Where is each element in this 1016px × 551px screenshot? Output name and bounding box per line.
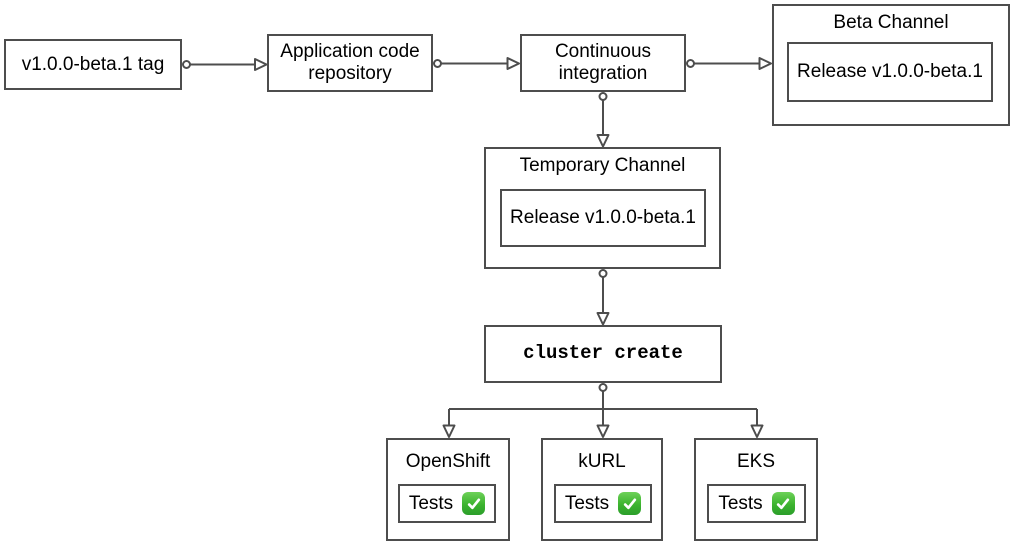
edge-temporary-channel-to-cluster-create <box>596 269 610 326</box>
node-temporary-channel-title: Temporary Channel <box>519 155 686 176</box>
node-beta-channel-release-label: Release v1.0.0-beta.1 <box>797 61 983 83</box>
node-openshift-tests[interactable]: Tests <box>398 484 496 523</box>
node-continuous-integration[interactable]: Continuous integration <box>520 34 686 92</box>
node-application-code-repository[interactable]: Application code repository <box>267 34 433 92</box>
node-cluster-create-label: cluster create <box>523 342 683 365</box>
check-icon <box>462 492 486 515</box>
node-kurl-title: kURL <box>578 451 626 472</box>
node-cluster-create[interactable]: cluster create <box>484 325 722 383</box>
node-eks-tests[interactable]: Tests <box>707 484 806 523</box>
node-openshift-title: OpenShift <box>405 451 491 472</box>
node-openshift[interactable]: OpenShift Tests <box>386 438 510 541</box>
node-beta-channel-release[interactable]: Release v1.0.0-beta.1 <box>787 42 993 102</box>
node-kurl-tests[interactable]: Tests <box>554 484 652 523</box>
node-kurl[interactable]: kURL Tests <box>541 438 663 541</box>
node-temporary-channel-release-label: Release v1.0.0-beta.1 <box>510 207 696 229</box>
edge-cluster-create-to-tests <box>442 383 764 438</box>
node-eks-title: EKS <box>736 451 776 472</box>
node-beta-channel[interactable]: Beta Channel Release v1.0.0-beta.1 <box>772 4 1010 126</box>
node-temporary-channel-release[interactable]: Release v1.0.0-beta.1 <box>500 189 706 247</box>
node-temporary-channel[interactable]: Temporary Channel Release v1.0.0-beta.1 <box>484 147 721 269</box>
eks-tests-label: Tests <box>718 492 763 514</box>
check-icon <box>771 492 795 515</box>
edge-repo-to-ci <box>433 57 520 70</box>
node-beta-channel-title: Beta Channel <box>833 12 949 33</box>
openshift-tests-label: Tests <box>408 492 454 514</box>
node-application-code-repository-label: Application code repository <box>280 41 420 84</box>
node-eks[interactable]: EKS Tests <box>694 438 818 541</box>
check-icon <box>618 492 642 515</box>
node-version-tag[interactable]: v1.0.0-beta.1 tag <box>4 39 182 90</box>
node-version-tag-label: v1.0.0-beta.1 tag <box>21 53 165 75</box>
edge-ci-to-beta-channel <box>686 57 772 70</box>
edge-ci-to-temporary-channel <box>596 92 610 148</box>
node-continuous-integration-label: Continuous integration <box>554 41 652 84</box>
kurl-tests-label: Tests <box>564 492 610 514</box>
edge-tag-to-repo <box>182 58 268 71</box>
